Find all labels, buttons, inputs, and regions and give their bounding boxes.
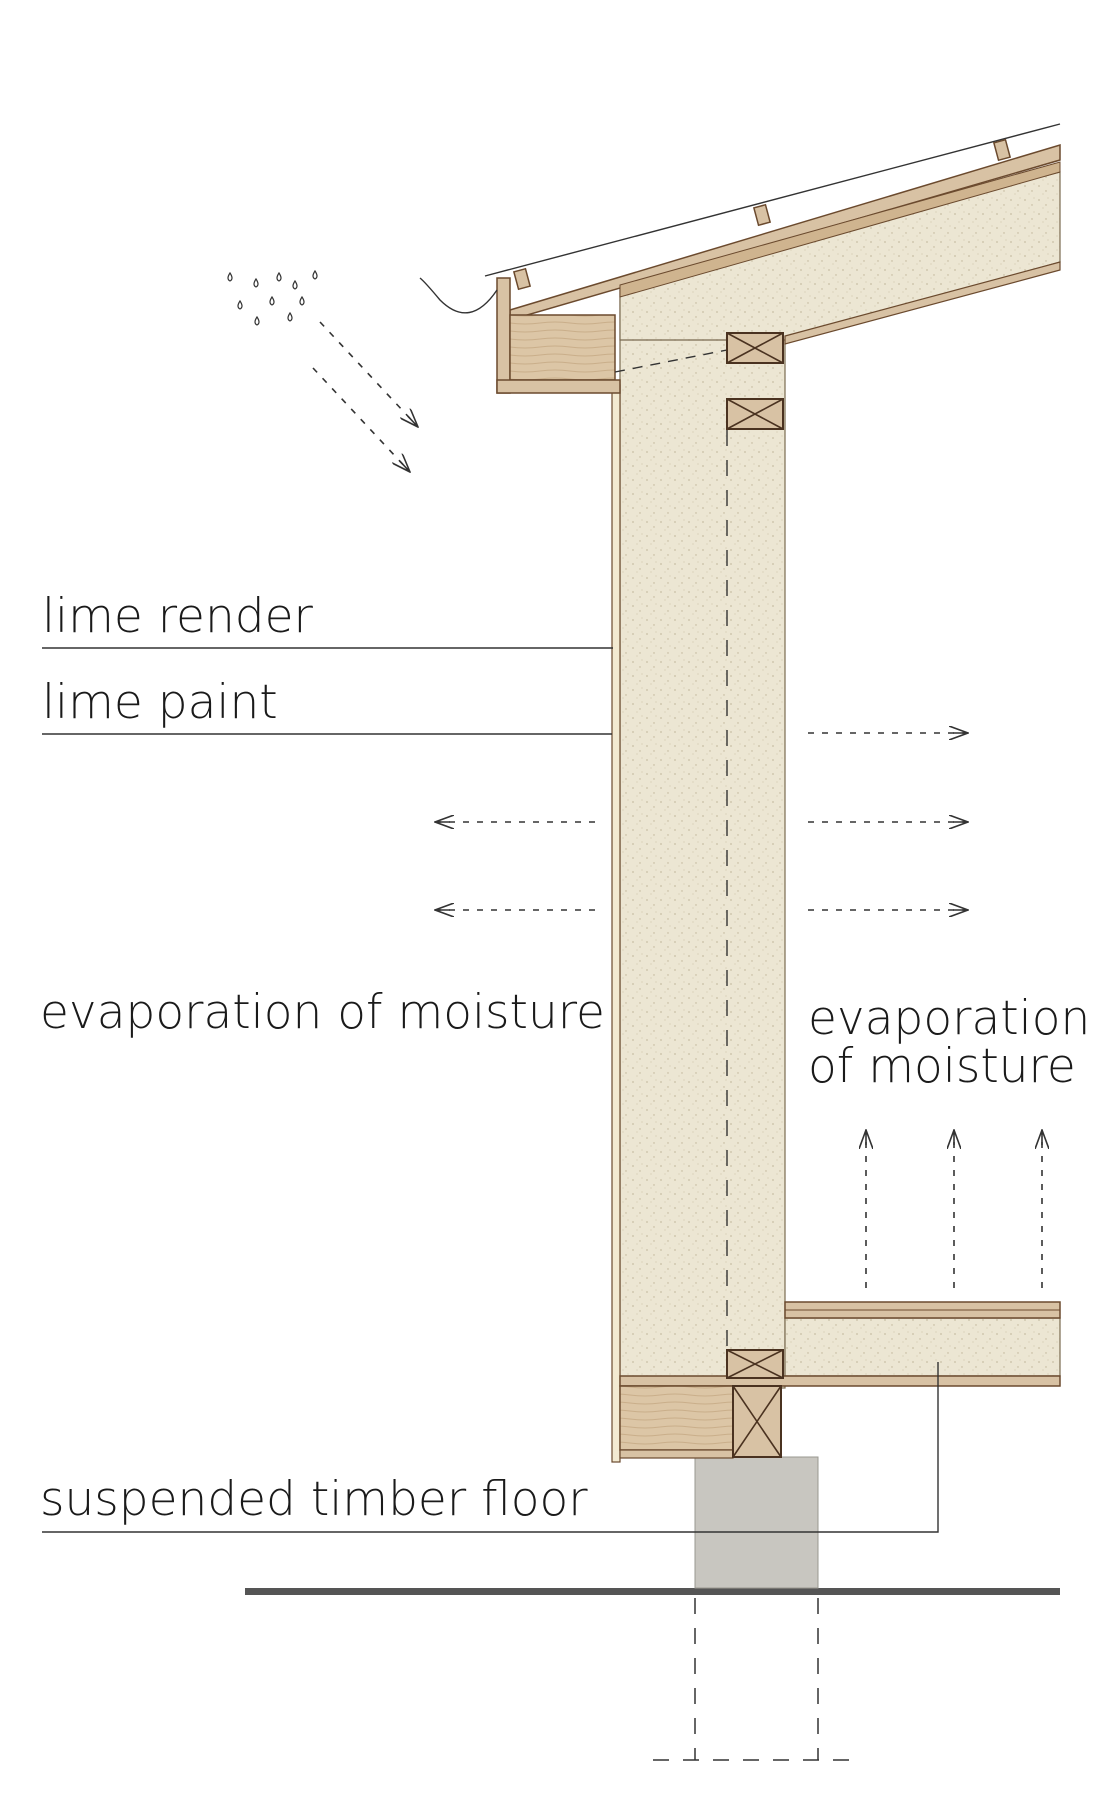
rain-arrow [319,321,418,427]
bottom-wall-plate [726,1349,784,1379]
ground-line [245,1588,1060,1595]
footing-dashed-outline [653,1598,862,1761]
eaves-timber [509,314,616,381]
roof-battens [512,138,1012,291]
joist-bearer [732,1385,782,1458]
sole-board [619,1449,734,1459]
label-lime-paint: lime paint [42,675,278,730]
rain-arrow [312,367,410,472]
roof-membrane [484,123,1061,277]
lime-render-layer [611,384,621,1463]
foundation-pier [694,1456,819,1589]
hempcrete-wall [619,289,786,1389]
roof-insulation [619,171,1061,341]
fascia-board [496,277,511,394]
leader-suspended-floor [42,1362,939,1533]
ceiling-board [784,261,1061,345]
top-wall-plates [726,332,784,430]
floor-lower-board [619,1375,1061,1387]
label-evaporation-right-line2: of moisture [808,1039,1076,1094]
label-lime-render: lime render [42,589,314,644]
label-evaporation-left: evaporation of moisture [40,985,605,1040]
gutter [419,277,498,314]
floor-insulation [784,1317,1061,1377]
label-evaporation-right-line1: evaporation [808,991,1090,1046]
sole-timber [619,1385,734,1451]
rain-drops [227,269,318,326]
soffit-board [496,379,621,394]
eaves-dashed-line [614,349,728,373]
roof-board-lower [619,161,1061,298]
label-suspended-floor: suspended timber floor [40,1472,588,1527]
